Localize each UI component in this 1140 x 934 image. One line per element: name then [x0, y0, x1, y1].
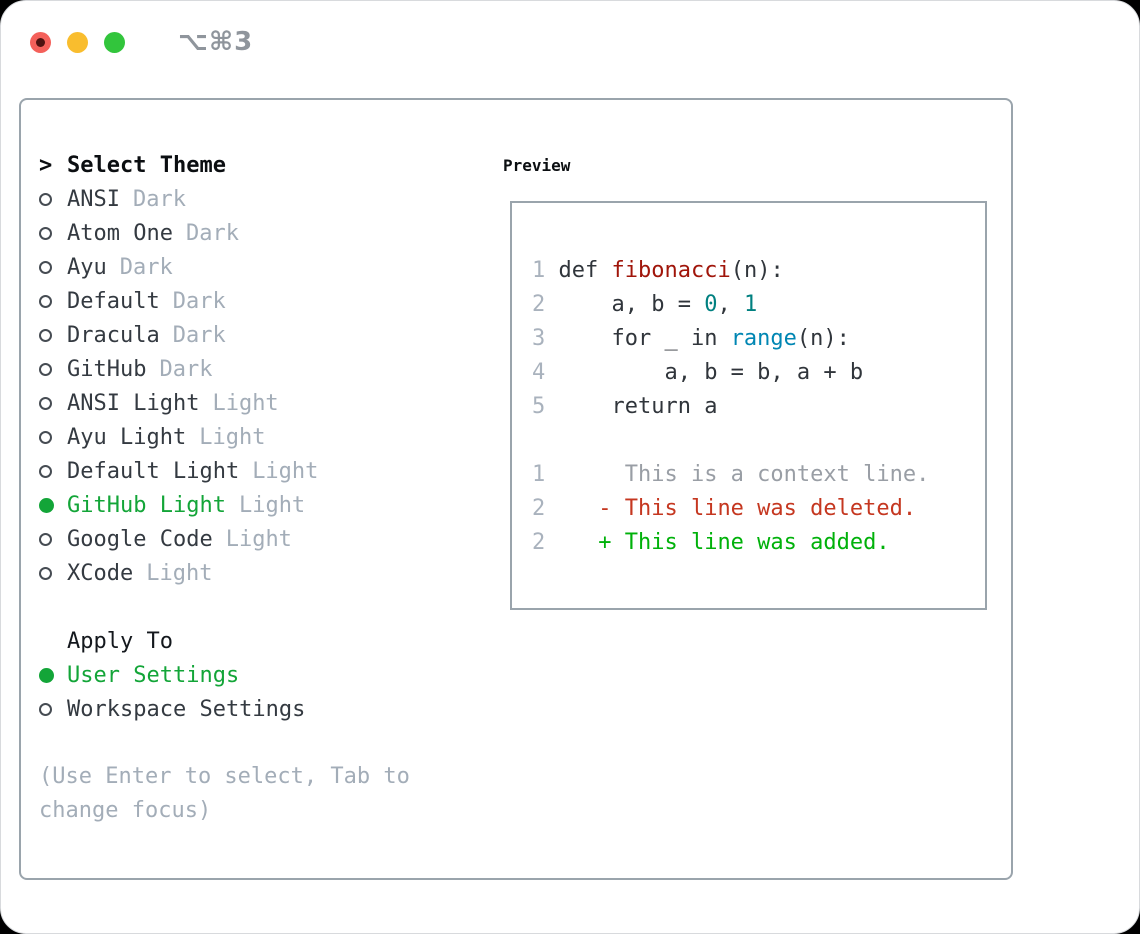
select-theme-header: > Select Theme	[39, 148, 489, 182]
code-line: 2 - This line was deleted.	[532, 496, 917, 521]
code-preview: 1 def fibonacci(n): 2 a, b = 0, 1 3 for _ …	[532, 254, 985, 560]
theme-name: Atom One	[67, 220, 173, 246]
apply-to-label: User Settings	[67, 662, 240, 688]
theme-name: Google Code	[67, 526, 213, 552]
theme-variant: Light	[225, 526, 292, 552]
theme-option[interactable]: Default Dark	[39, 284, 489, 318]
select-theme-title: Select Theme	[67, 152, 226, 178]
theme-name: ANSI Light	[67, 390, 200, 416]
radio-unselected-icon	[39, 396, 67, 410]
radio-unselected-icon	[39, 226, 67, 240]
theme-variant: Light	[212, 390, 279, 416]
radio-unselected-icon	[39, 192, 67, 206]
code-line: 4 a, b = b, a + b	[532, 360, 864, 385]
theme-option[interactable]: Default Light Light	[39, 454, 489, 488]
hint-line: change focus)	[39, 798, 212, 823]
theme-name: Default	[67, 288, 160, 314]
theme-option[interactable]: GitHub Dark	[39, 352, 489, 386]
code-line: 1 This is a context line.	[532, 462, 930, 487]
theme-variant: Dark	[185, 220, 239, 246]
gap	[39, 590, 489, 624]
theme-variant: Light	[199, 424, 266, 450]
preview-header: Preview	[503, 148, 570, 182]
code-line: 5 return a	[532, 394, 718, 419]
code-line: 1 def fibonacci(n):	[532, 258, 784, 283]
theme-option[interactable]: Ayu Dark	[39, 250, 489, 284]
theme-variant: Dark	[132, 186, 186, 212]
zoom-button[interactable]	[104, 31, 125, 53]
code-line: 2 a, b = 0, 1	[532, 292, 758, 317]
theme-option[interactable]: Google Code Light	[39, 522, 489, 556]
radio-unselected-icon	[39, 260, 67, 274]
radio-unselected-icon	[39, 362, 67, 376]
apply-to-header: Apply To	[39, 624, 489, 658]
prompt-caret: >	[39, 152, 53, 178]
apply-to-title: Apply To	[67, 628, 173, 654]
window-title: ⌥⌘3	[178, 27, 254, 57]
theme-option[interactable]: ANSI Light Light	[39, 386, 489, 420]
theme-option[interactable]: XCode Light	[39, 556, 489, 590]
apply-to-option[interactable]: User Settings	[39, 658, 489, 692]
theme-variant: Light	[252, 458, 319, 484]
radio-unselected-icon	[39, 702, 67, 716]
close-button[interactable]	[30, 31, 51, 53]
gap	[39, 726, 489, 760]
hint-text: (Use Enter to select, Tab to change focus…	[39, 760, 489, 828]
radio-unselected-icon	[39, 532, 67, 546]
radio-unselected-icon	[39, 430, 67, 444]
minimize-button[interactable]	[67, 31, 88, 53]
code-line	[532, 424, 985, 458]
radio-unselected-icon	[39, 566, 67, 580]
preview-title: Preview	[503, 155, 571, 175]
theme-option[interactable]: Ayu Light Light	[39, 420, 489, 454]
preview-box: 1 def fibonacci(n): 2 a, b = 0, 1 3 for _ …	[510, 201, 987, 610]
theme-name: GitHub	[67, 356, 147, 382]
theme-variant: Dark	[172, 288, 226, 314]
radio-selected-icon	[39, 667, 67, 683]
code-line: 3 for _ in range(n):	[532, 326, 850, 351]
theme-option[interactable]: ANSI Dark	[39, 182, 489, 216]
titlebar: ⌥⌘3	[30, 27, 253, 57]
theme-name: Default Light	[67, 458, 240, 484]
theme-name: ANSI	[67, 186, 120, 212]
code-line: 2 + This line was added.	[532, 530, 890, 555]
radio-unselected-icon	[39, 464, 67, 478]
theme-variant: Dark	[119, 254, 173, 280]
theme-option[interactable]: Dracula Dark	[39, 318, 489, 352]
theme-option[interactable]: Atom One Dark	[39, 216, 489, 250]
theme-variant: Light	[238, 492, 306, 518]
theme-name: Ayu Light	[67, 424, 187, 450]
hint-line: (Use Enter to select, Tab to	[39, 764, 410, 789]
theme-name: Dracula	[67, 322, 160, 348]
theme-name: GitHub Light	[67, 492, 226, 518]
theme-name: XCode	[67, 560, 134, 586]
radio-unselected-icon	[39, 294, 67, 308]
theme-name: Ayu	[67, 254, 107, 280]
apply-to-option[interactable]: Workspace Settings	[39, 692, 489, 726]
theme-option[interactable]: GitHub Light Light	[39, 488, 489, 522]
theme-variant: Dark	[172, 322, 226, 348]
close-dot-icon	[36, 37, 45, 47]
radio-selected-icon	[39, 497, 67, 513]
radio-unselected-icon	[39, 328, 67, 342]
theme-variant: Dark	[159, 356, 213, 382]
apply-to-label: Workspace Settings	[67, 696, 306, 722]
theme-variant: Light	[146, 560, 213, 586]
